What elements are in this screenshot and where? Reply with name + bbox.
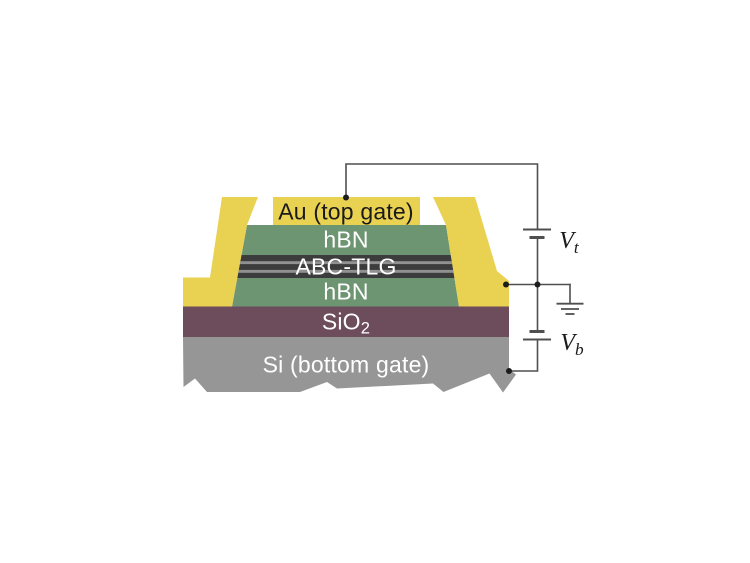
abc-tlg-stripe-bottom [232,269,459,273]
ground-symbol [556,302,584,315]
au-contact-left-shape [183,197,258,307]
vt-battery-symbol [523,228,551,239]
abc-tlg-stripe-top [232,261,459,265]
au-contact-right-shape [433,197,509,307]
vb-battery-symbol [523,330,551,341]
substrate-node-dot [506,368,512,374]
hbn-bottom-label: hBN [323,278,369,305]
vb-label: Vb [560,329,583,358]
si-substrate-shape [183,337,516,393]
vt-label: Vt [559,228,578,256]
junction-node-dot [534,281,541,288]
sio2-label: SiO2 [321,308,370,336]
top-gate-wire [345,163,539,230]
hbn-top-label: hBN [323,226,369,253]
sio2-label-subscript: 2 [360,318,371,338]
au-top-gate-label: Au (top gate) [278,198,414,224]
wire-nodes [343,194,541,374]
contact-node-dot [503,281,509,288]
au-top-gate-shape [273,197,420,225]
vb-to-substrate-wire [508,339,539,372]
vb-label-subscript: b [575,339,584,359]
vt-label-symbol: V [559,228,574,254]
si-bottom-gate-label: Si (bottom gate) [262,351,430,377]
sio2-label-text: SiO [321,308,361,334]
vt-label-subscript: t [573,238,579,258]
sio2-layer-shape [183,306,509,337]
abc-tlg-label: ABC-TLG [295,253,397,279]
top-gate-node-dot [343,194,349,201]
vb-label-symbol: V [560,329,576,356]
